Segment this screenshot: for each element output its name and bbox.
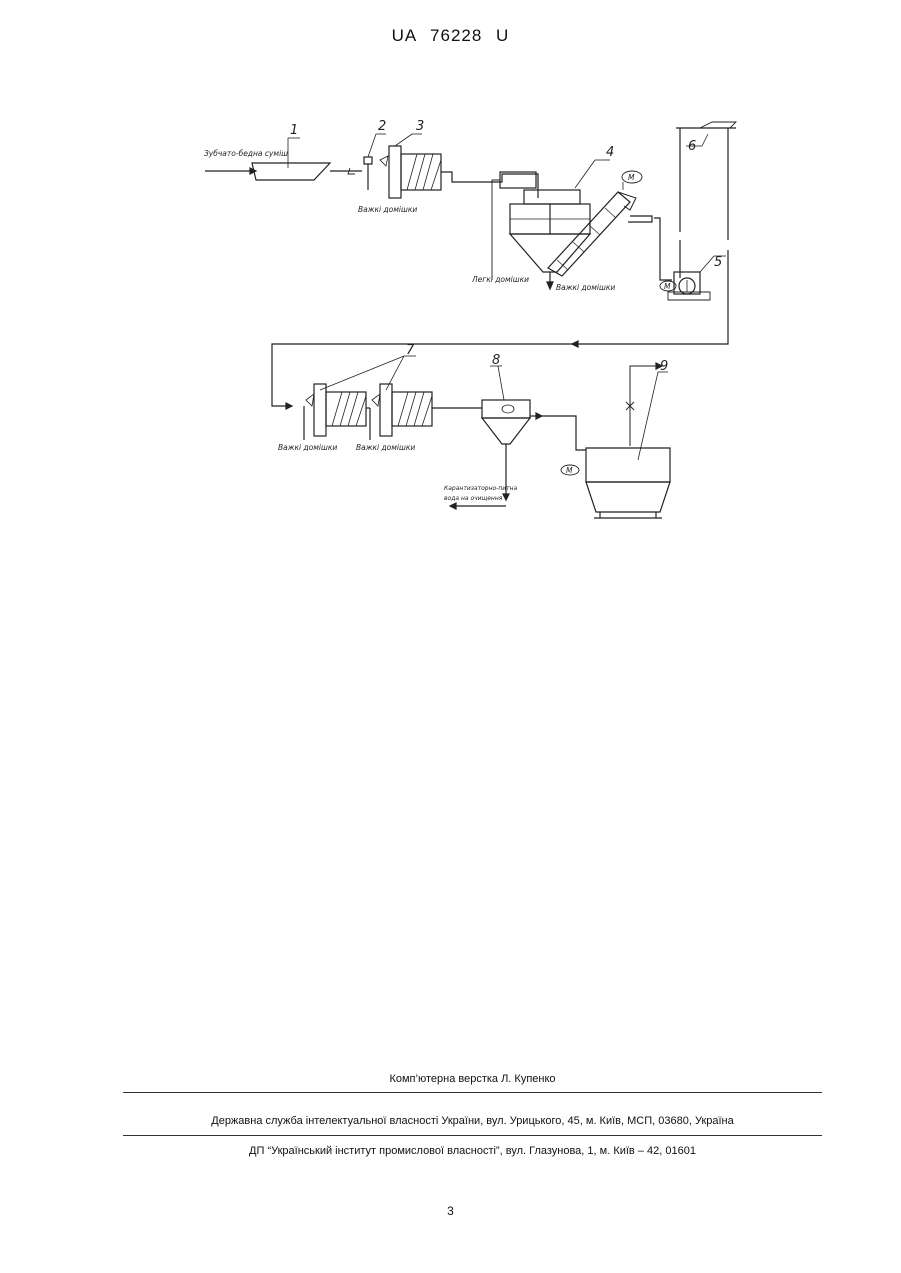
pipe-4-5 xyxy=(654,218,672,280)
label-heavy-impurities-4: Важкі домішки xyxy=(356,443,415,452)
label-heavy-impurities-3: Важкі домішки xyxy=(278,443,337,452)
unit-1-hopper xyxy=(252,138,330,180)
label-heavy-impurities-1: Важкі домішки xyxy=(358,205,417,214)
motor-label-9: M xyxy=(566,466,573,475)
document-header: UA 76228 U xyxy=(0,26,901,46)
footer-divider-2 xyxy=(123,1135,822,1136)
ref-number-4: 4 xyxy=(606,145,614,160)
unit-9-collector xyxy=(561,363,670,518)
input-arrow xyxy=(205,168,256,174)
ref-number-5: 5 xyxy=(714,255,722,270)
label-input-mixture: Зубчато-бедна суміш xyxy=(204,149,288,158)
process-flow-diagram: M M M 1 2 3 4 5 6 7 8 9 Зубчато-бедна су… xyxy=(190,110,750,530)
footer-institute-address: ДП “Український інститут промислової вла… xyxy=(123,1145,822,1157)
unit-2-dosing xyxy=(364,134,386,190)
label-heavy-impurities-2: Важкі домішки xyxy=(556,283,615,292)
unit-3-washer xyxy=(380,134,441,198)
footer-publisher-address: Державна служба інтелектуальної власност… xyxy=(123,1115,822,1127)
ref-number-9: 9 xyxy=(660,359,668,374)
label-outflow-line1: Карантизаторно-питна xyxy=(444,485,518,492)
label-light-impurities: Легкі домішки xyxy=(471,275,529,284)
page-number: 3 xyxy=(0,1204,901,1218)
pipe-4-out xyxy=(628,216,652,222)
footer-typesetter: Комп’ютерна верстка Л. Купенко xyxy=(123,1073,822,1085)
unit-7-washers xyxy=(304,356,432,440)
flow-arrow xyxy=(572,341,578,347)
motor-label-4: M xyxy=(628,173,635,182)
ref-number-7: 7 xyxy=(406,343,415,358)
footer-divider-1 xyxy=(123,1092,822,1093)
ref-number-1: 1 xyxy=(290,123,298,138)
ref-number-8: 8 xyxy=(492,353,500,368)
motor-label-5: M xyxy=(664,282,671,291)
ref-number-2: 2 xyxy=(378,119,386,134)
label-outflow-line2: вода на очищення xyxy=(444,495,503,502)
unit-4-settler xyxy=(492,160,642,289)
ref-number-6: 6 xyxy=(688,139,696,154)
pipe-8-9 xyxy=(542,416,586,450)
unit-6-column xyxy=(676,122,736,340)
ref-number-3: 3 xyxy=(416,119,424,134)
